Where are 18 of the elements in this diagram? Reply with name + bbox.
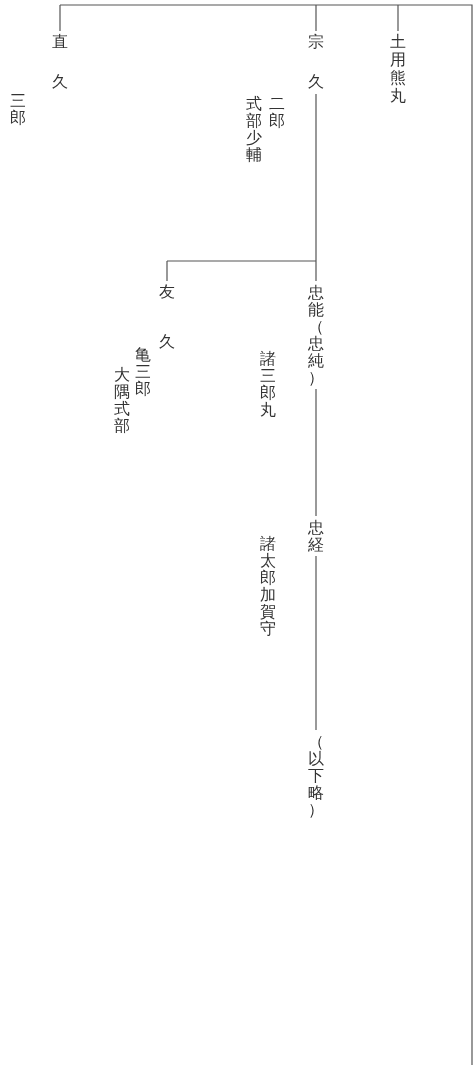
connector-line	[166, 93, 317, 282]
connector-line	[59, 4, 473, 1065]
person-name: 土用熊丸	[390, 33, 406, 105]
person-name: 忠能（忠純）	[308, 283, 324, 386]
person-name: （以下略）	[308, 732, 324, 818]
person-name: 直久	[52, 22, 68, 102]
connector-line	[315, 555, 317, 731]
annotation-text: 大隅式部	[114, 365, 130, 434]
person-name: 忠経	[308, 518, 324, 553]
annotation-text: 亀三郎	[135, 345, 151, 397]
annotation-text: 諸太郎加賀守	[260, 534, 276, 637]
person-name: 友久	[159, 267, 175, 367]
annotation-text: 式部少輔	[246, 94, 262, 163]
annotation-text: 諸三郎丸	[260, 349, 276, 418]
annotation-text: 二郎	[269, 94, 285, 129]
connector-line	[315, 388, 317, 517]
person-name: 宗久	[308, 22, 324, 102]
annotation-text: 三郎	[10, 91, 26, 126]
